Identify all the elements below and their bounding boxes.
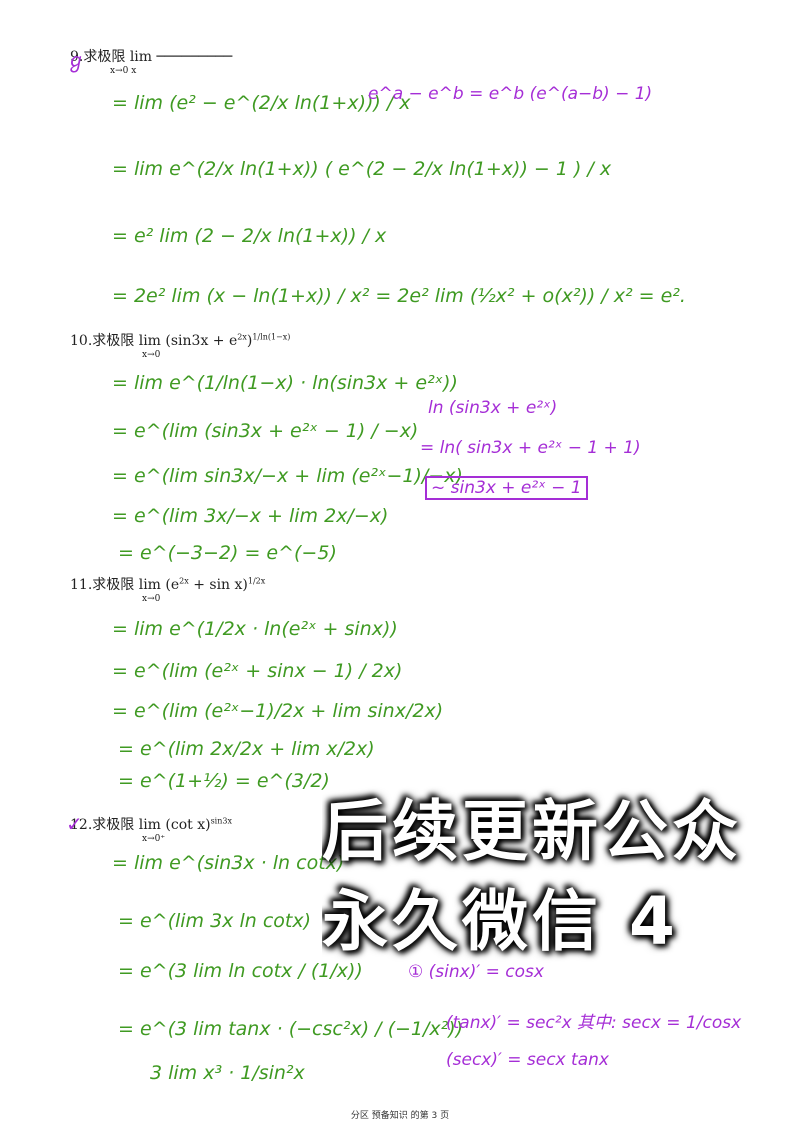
problem-11-sub: x→0 <box>142 594 161 604</box>
problem-9-sub: x→0 x <box>110 66 137 76</box>
note-tan-derivative: (tanx)′ = sec²x 其中: secx = 1/cosx <box>446 1013 742 1033</box>
step-10-5: = e^(−3−2) = e^(−5) <box>118 542 337 564</box>
note-equivalence: ~ sin3x + e²ˣ − 1 <box>425 476 588 500</box>
step-10-3: = e^(lim sin3x/−x + lim (e²ˣ−1)/−x) <box>112 465 463 487</box>
step-9-3: = e² lim (2 − 2/x ln(1+x)) / x <box>112 225 387 247</box>
problem-10-label: 10.求极限 <box>70 333 135 349</box>
problem-12-label: 12.求极限 <box>70 817 135 833</box>
problem-10-statement: 10.求极限 lim (sin3x + e2x)1/ln(1−x) x→0 <box>70 330 290 360</box>
check-mark: ✓ <box>66 812 83 836</box>
step-10-4: = e^(lim 3x/−x + lim 2x/−x) <box>112 505 389 527</box>
step-11-2: = e^(lim (e²ˣ + sinx − 1) / 2x) <box>112 660 403 682</box>
step-11-1: = lim e^(1/2x · ln(e²ˣ + sinx)) <box>112 618 398 640</box>
problem-11-sup: 2x <box>179 576 189 586</box>
note-exp-identity: e^a − e^b = e^b (e^(a−b) − 1) <box>368 84 653 104</box>
problem-10-sub: x→0 <box>142 350 161 360</box>
problem-12-exp: sin3x <box>210 816 232 826</box>
step-9-4: = 2e² lim (x − ln(1+x)) / x² = 2e² lim (… <box>112 285 686 307</box>
problem-9-label: 9.求极限 <box>70 49 126 65</box>
step-12-4: = e^(3 lim tanx · (−csc²x) / (−1/x²)) <box>118 1018 464 1040</box>
note-ln-expansion: ln (sin3x + e²ˣ) <box>428 398 558 418</box>
note-sin-derivative: ① (sinx)′ = cosx <box>408 962 544 982</box>
problem-10-tail: ) <box>246 333 253 349</box>
step-9-2: = lim e^(2/x ln(1+x)) ( e^(2 − 2/x ln(1+… <box>112 158 612 180</box>
problem-11-tail: + sin x) <box>188 577 248 593</box>
problem-11-expr: lim (e <box>138 577 180 593</box>
boxed-equivalent: ~ sin3x + e²ˣ − 1 <box>425 476 588 500</box>
problem-11-statement: 11.求极限 lim (e2x + sin x)1/2x x→0 <box>70 574 265 604</box>
overlay-line-1: 后续更新公众 <box>322 793 742 870</box>
step-10-1: = lim e^(1/ln(1−x) · ln(sin3x + e²ˣ)) <box>112 372 458 394</box>
problem-10-sup: 2x <box>237 332 247 342</box>
problem-12-statement: 12.求极限 lim (cot x)sin3x x→0⁺ <box>70 814 232 844</box>
problem-10-expr: lim (sin3x + e <box>138 333 238 349</box>
problem-9-expr: lim ───────── <box>129 49 233 65</box>
pen-mark-9: ℊ <box>66 48 86 72</box>
problem-11-label: 11.求极限 <box>70 577 135 593</box>
problem-11-exp: 1/2x <box>247 576 266 586</box>
step-12-2: = e^(lim 3x ln cotx) <box>118 910 311 932</box>
problem-10-exp: 1/ln(1−x) <box>252 332 291 342</box>
step-11-3: = e^(lim (e²ˣ−1)/2x + lim sinx/2x) <box>112 700 444 722</box>
step-11-5: = e^(1+½) = e^(3/2) <box>118 770 330 792</box>
step-12-3: = e^(3 lim ln cotx / (1/x)) <box>118 960 363 982</box>
step-9-1: = lim (e² − e^(2/x ln(1+x))) / x <box>112 92 411 114</box>
step-12-5: 3 lim x³ · 1/sin²x <box>150 1062 305 1084</box>
problem-12-expr: lim (cot x) <box>138 817 211 833</box>
step-11-4: = e^(lim 2x/2x + lim x/2x) <box>118 738 375 760</box>
step-10-2: = e^(lim (sin3x + e²ˣ − 1) / −x) <box>112 420 419 442</box>
step-12-1: = lim e^(sin3x · ln cotx) <box>112 852 345 874</box>
page-footer: 分区 预备知识 的第 3 页 <box>350 1111 450 1121</box>
overlay-line-2: 永久微信 4 <box>322 883 679 960</box>
problem-9-statement: 9.求极限 lim ───────── x→0 x <box>70 46 232 76</box>
note-sec-derivative: (secx)′ = secx tanx <box>446 1050 609 1070</box>
note-ln-rewrite: = ln( sin3x + e²ˣ − 1 + 1) <box>420 438 641 458</box>
problem-12-sub: x→0⁺ <box>142 834 166 844</box>
